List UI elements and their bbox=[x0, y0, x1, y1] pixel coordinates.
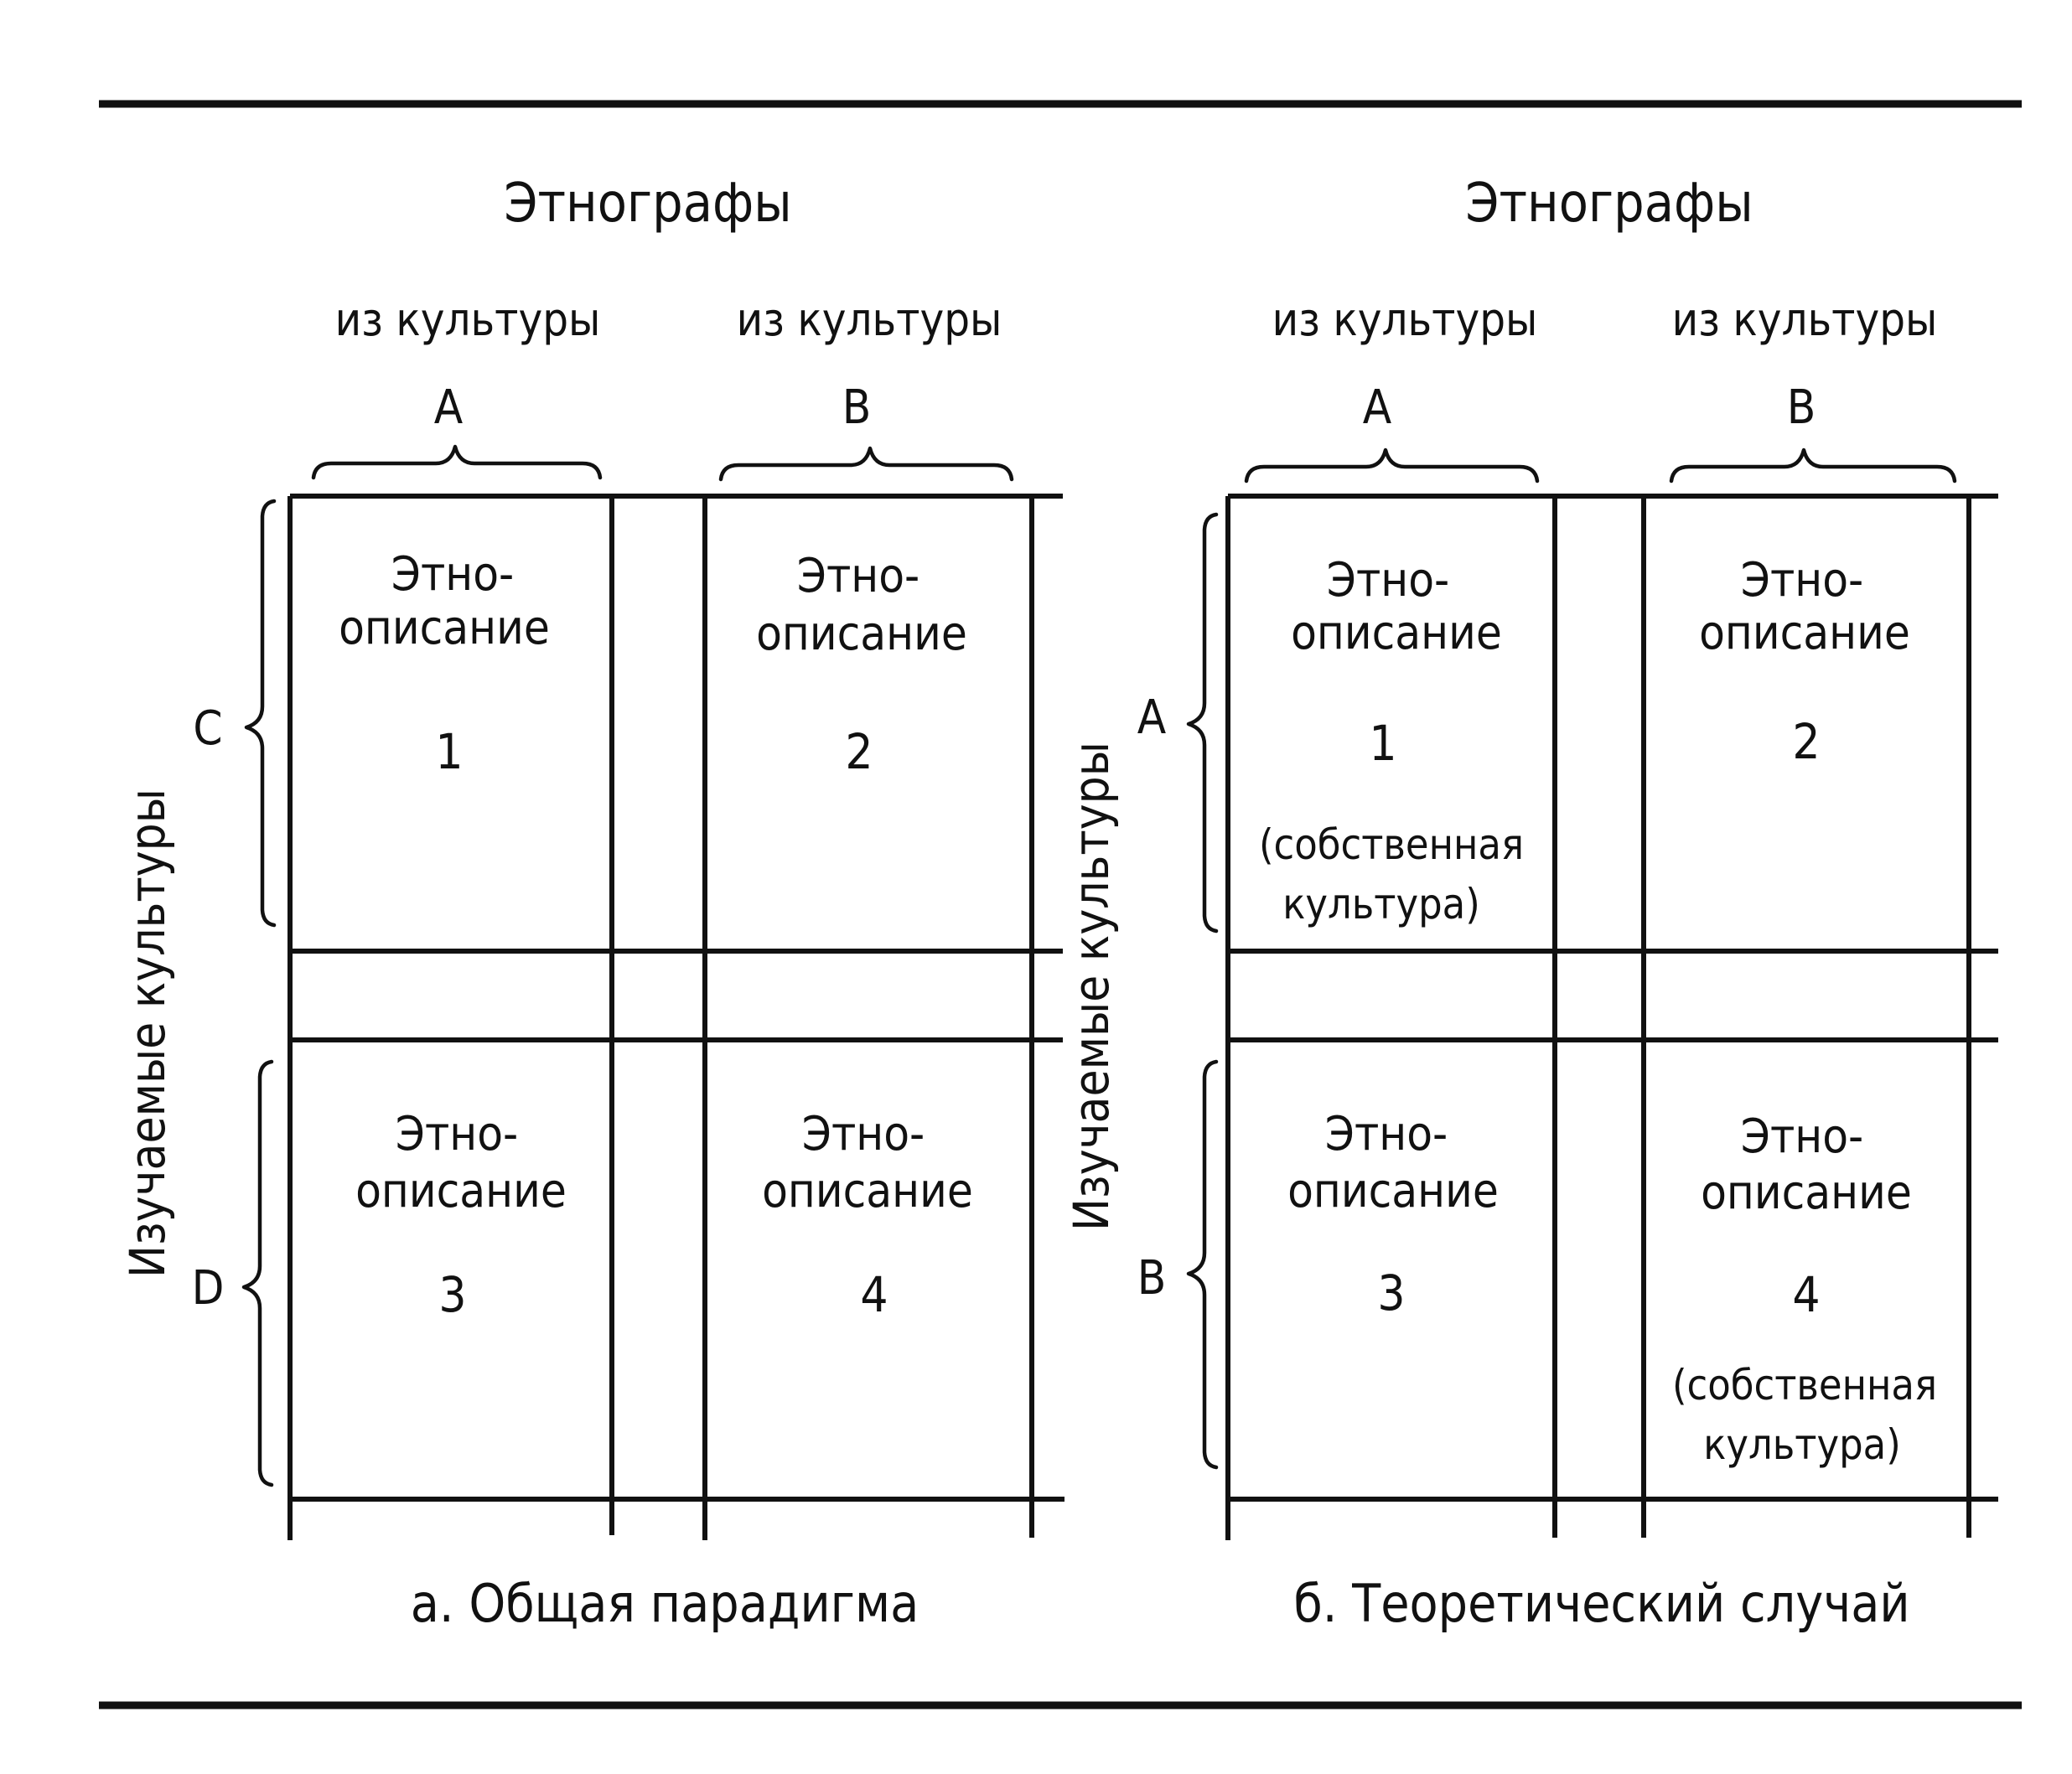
panel-a-cell-4-line2: описание bbox=[762, 1164, 973, 1218]
panel-b-col-a-label: из культуры bbox=[1272, 293, 1538, 346]
panel-a-cell-4-number: 4 bbox=[860, 1266, 888, 1323]
panel-b: Этнографы из культуры из культуры A B A … bbox=[1063, 173, 1998, 1634]
panel-b-cell-2-line2: описание bbox=[1699, 606, 1910, 660]
panel-b-cell-3-number: 3 bbox=[1377, 1265, 1405, 1321]
panel-a-cell-4: Этно- описание 4 bbox=[762, 1107, 973, 1323]
panel-a-row-c-brace bbox=[244, 499, 277, 928]
panel-b-col-b-brace bbox=[1669, 447, 1957, 484]
panel-b-cell-4-number: 4 bbox=[1792, 1266, 1820, 1323]
panel-b-heading: Этнографы bbox=[1465, 173, 1753, 235]
panel-a-col-b-letter: B bbox=[842, 380, 872, 435]
panel-a-row-letter-2: D bbox=[192, 1261, 225, 1316]
panel-a-cell-4-line1: Этно- bbox=[802, 1107, 925, 1161]
panel-b-grid bbox=[1225, 494, 1998, 1540]
panel-a-cell-2-line1: Этно- bbox=[797, 549, 919, 603]
panel-b-cell-3: Этно- описание 3 bbox=[1287, 1107, 1499, 1321]
panel-b-row-2-brace bbox=[1186, 1059, 1219, 1470]
panel-b-cell-1-line2: описание bbox=[1291, 606, 1502, 660]
panel-b-cell-3-line1: Этно- bbox=[1325, 1107, 1448, 1161]
panel-a-row-letter-1: C bbox=[193, 701, 222, 756]
panel-b-col-a-letter: A bbox=[1363, 380, 1392, 435]
panel-b-cell-4: Этно- описание 4 (собственная культура) bbox=[1672, 1109, 1937, 1469]
panel-a-cell-1-line2: описание bbox=[339, 601, 550, 655]
panel-b-row-1-brace bbox=[1186, 512, 1219, 934]
panel-a-col-b-label: из культуры bbox=[737, 293, 1002, 346]
panel-b-cell-2-line1: Этно- bbox=[1741, 553, 1863, 608]
panel-b-col-a-brace bbox=[1244, 447, 1540, 484]
panel-b-cell-4-note-line1: (собственная bbox=[1672, 1361, 1937, 1409]
panel-b-cell-1-number: 1 bbox=[1369, 715, 1396, 772]
panel-a-cell-3-line2: описание bbox=[355, 1164, 567, 1218]
panel-b-caption: б. Теоретический случай bbox=[1293, 1573, 1909, 1634]
panel-a: Этнографы из культуры из культуры A B C … bbox=[119, 173, 1064, 1634]
panel-a-cell-2-line2: описание bbox=[756, 607, 967, 661]
panel-a-col-b-brace bbox=[718, 446, 1014, 482]
panel-a-side-label: Изучаемые культуры bbox=[119, 789, 176, 1278]
panel-b-cell-2-number: 2 bbox=[1792, 713, 1820, 770]
panel-b-cell-1-line1: Этно- bbox=[1327, 553, 1449, 608]
panel-b-row-letter-1: A bbox=[1137, 690, 1167, 745]
panel-b-cell-4-note-line2: культура) bbox=[1703, 1420, 1901, 1469]
panel-b-cell-1: Этно- описание 1 (собственная культура) bbox=[1259, 553, 1524, 928]
panel-b-cell-4-line2: описание bbox=[1701, 1166, 1912, 1220]
panel-a-cell-2: Этно- описание 2 bbox=[756, 549, 967, 780]
panel-a-cell-3-number: 3 bbox=[438, 1266, 466, 1323]
panel-a-caption: а. Общая парадигма bbox=[411, 1573, 919, 1634]
panel-b-cell-1-note-line2: культура) bbox=[1282, 880, 1480, 928]
panel-a-row-d-brace bbox=[241, 1059, 274, 1487]
panel-a-cell-1: Этно- описание 1 bbox=[339, 547, 550, 780]
panel-b-cell-2: Этно- описание 2 bbox=[1699, 553, 1910, 770]
panel-b-col-b-letter: B bbox=[1787, 380, 1816, 435]
panel-b-cell-4-line1: Этно- bbox=[1741, 1109, 1863, 1164]
panel-a-grid bbox=[287, 494, 1064, 1540]
panel-b-cell-3-line2: описание bbox=[1287, 1164, 1499, 1218]
panel-b-row-letter-2: B bbox=[1137, 1251, 1167, 1306]
panel-a-cell-2-number: 2 bbox=[845, 723, 873, 780]
panel-b-cell-1-note-line1: (собственная bbox=[1259, 820, 1524, 869]
panel-a-col-a-brace bbox=[311, 444, 603, 480]
panel-a-cell-3: Этно- описание 3 bbox=[355, 1107, 567, 1323]
panel-b-col-b-label: из культуры bbox=[1672, 293, 1938, 346]
panel-a-heading: Этнографы bbox=[504, 173, 791, 235]
panel-a-col-a-label: из культуры bbox=[335, 293, 601, 346]
panel-a-cell-1-number: 1 bbox=[435, 723, 463, 780]
panel-a-col-a-letter: A bbox=[434, 380, 464, 435]
panel-a-cell-3-line1: Этно- bbox=[396, 1107, 518, 1161]
panel-b-side-label: Изучаемые культуры bbox=[1063, 742, 1120, 1231]
panel-a-cell-1-line1: Этно- bbox=[391, 547, 514, 602]
